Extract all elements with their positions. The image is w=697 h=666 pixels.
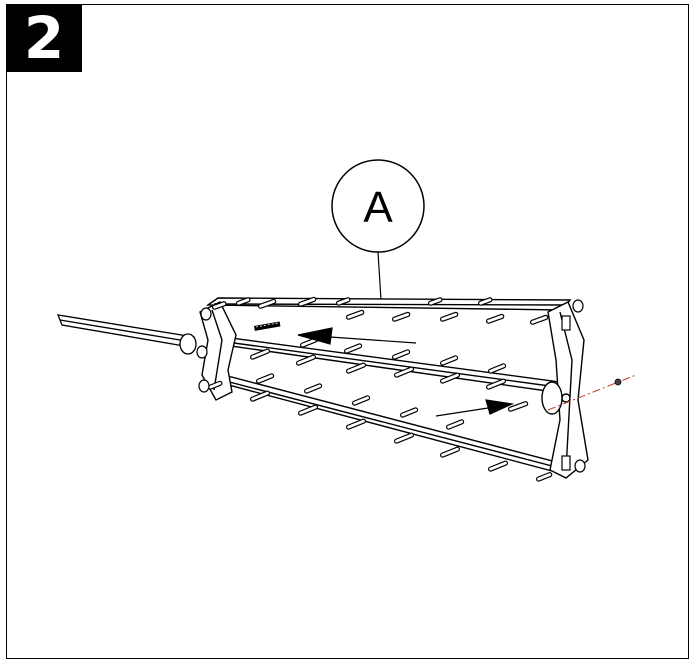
callout-leader-line bbox=[377, 251, 382, 301]
screw-axis bbox=[547, 374, 637, 411]
callout-letter: A bbox=[363, 183, 393, 232]
screw-left bbox=[253, 321, 281, 331]
arrow-right-head bbox=[485, 399, 515, 415]
insert-arrows bbox=[297, 327, 515, 417]
part-callout: A bbox=[331, 159, 425, 301]
pegs-bottom bbox=[208, 373, 553, 482]
rack-frame bbox=[199, 297, 589, 479]
handle-shaft bbox=[56, 314, 197, 355]
end-knobs bbox=[196, 299, 586, 473]
arrow-left-head bbox=[297, 327, 333, 345]
arrow-left-line bbox=[329, 336, 417, 344]
axis-screw-dot bbox=[614, 378, 622, 386]
screw-right bbox=[507, 401, 529, 412]
arrow-right-line bbox=[435, 407, 489, 417]
diagram-frame bbox=[6, 4, 689, 659]
step-number-badge: 2 bbox=[6, 4, 82, 72]
pegs-top bbox=[211, 296, 549, 325]
